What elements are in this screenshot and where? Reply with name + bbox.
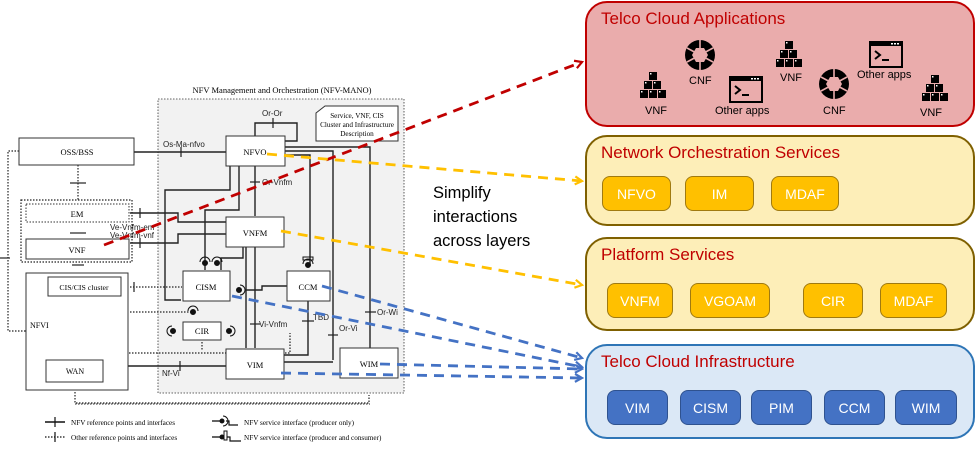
legend: NFV reference points and interfaces Othe… [45,415,382,442]
svg-text:OSS/BSS: OSS/BSS [60,147,93,157]
legend-item-producer-only: NFV service interface (producer only) [212,415,355,427]
block-cis-cluster: CIS/CIS cluster [47,276,122,297]
simplify-annotation: Simplify interactions across layers [433,184,531,250]
svg-text:EM: EM [71,209,84,219]
interface-ticks [0,118,376,371]
block-oss-bss: OSS/BSS [18,137,135,166]
svg-text:CIS/CIS cluster: CIS/CIS cluster [59,283,109,292]
layer-title: Telco Cloud Applications [601,9,786,28]
svg-text:VIM: VIM [247,360,264,370]
label-ve-vnfm-em: Ve-Vnfm-em [110,223,155,232]
label-os-ma-nfvo: Os-Ma-nfvo [163,140,205,149]
label-or-vnfm: Or-Vnfm [262,178,293,187]
svg-text:Cluster and Infrastructure: Cluster and Infrastructure [320,121,394,129]
svg-text:VNF: VNF [68,245,85,255]
label-or-wi: Or-Wi [377,308,398,317]
layer-infrastructure: Telco Cloud Infrastructure VIM CISM PIM … [585,344,975,439]
label-or-vi: Or-Vi [339,324,358,333]
svg-text:CIR: CIR [195,326,210,336]
service-chip-vim: VIM [607,390,668,425]
arrow-ccm-to-infrastructure [321,284,582,358]
svg-text:NFV reference points and inter: NFV reference points and interfaces [71,419,175,427]
block-vnfm: VNFM [225,216,285,248]
service-chip-ccm: CCM [824,390,885,425]
arrow-vnf-to-applications [103,62,582,247]
service-chip-wim: WIM [895,390,957,425]
legend-item-dotted: Other reference points and interfaces [45,432,177,442]
interface-labels: Or-Or Os-Ma-nfvo Or-Vnfm Ve-Vnfm-em Ve-V… [110,109,398,378]
block-vnf: VNF [25,238,130,260]
app-label: VNF [920,107,942,119]
svg-text:Service, VNF, CIS: Service, VNF, CIS [330,112,384,120]
service-chip-vgoam: VGOAM [690,283,770,318]
svg-text:Description: Description [340,130,374,138]
label-vi-vnfm: Vi-Vnfm [259,320,288,329]
app-label: VNF [780,72,802,84]
label-tbd: TBD [313,313,329,322]
block-vim: VIM [225,348,285,380]
mano-title: NFV Management and Orchestration (NFV-MA… [193,85,372,95]
arrow-wim-to-infrastructure [379,362,582,369]
label-or-or: Or-Or [262,109,283,118]
service-chip-im: IM [685,176,754,211]
layer-platform: Platform Services VNFM VGOAM CIR MDAF [585,237,975,331]
svg-text:WIM: WIM [360,359,379,369]
svg-text:CISM: CISM [196,282,217,292]
layer-title: Platform Services [601,245,735,264]
app-label: CNF [823,105,846,117]
block-em: EM [25,203,130,223]
label-nf-vi: Nf-Vi [162,369,180,378]
layer-title: Network Orchestration Services [601,143,841,162]
block-cir: CIR [182,321,222,341]
svg-text:NFV service interface (produce: NFV service interface (producer and cons… [244,434,382,442]
svg-text:CCM: CCM [299,282,318,292]
block-nfvo: NFVO [225,135,286,167]
app-label: CNF [689,75,712,87]
layer-title: Telco Cloud Infrastructure [601,352,795,371]
service-chip-mdaf: MDAF [771,176,839,211]
block-wan: WAN [45,359,104,383]
mapping-arrows [103,62,582,378]
app-label: VNF [645,105,667,117]
service-chip-vnfm: VNFM [607,283,673,318]
service-chip-cir: CIR [803,283,863,318]
arrow-cism-to-infrastructure [231,294,582,367]
arrow-nfvo-to-orchestration [266,152,582,181]
app-label: Other apps [715,105,770,117]
layer-applications: Telco Cloud Applications [585,1,975,127]
svg-text:NFVO: NFVO [243,147,266,157]
svg-text:NFVI: NFVI [30,321,49,330]
service-interface-sockets [166,256,314,337]
service-chip-nfvo: NFVO [602,176,671,211]
service-chip-mdaf: MDAF [880,283,947,318]
svg-text:VNFM: VNFM [243,228,268,238]
svg-text:NFV service interface (produce: NFV service interface (producer only) [244,419,355,427]
legend-item-solid: NFV reference points and interfaces [45,417,175,427]
description-note: Service, VNF, CIS Cluster and Infrastruc… [315,105,399,142]
layer-orchestration: Network Orchestration Services NFVO IM M… [585,135,975,226]
label-ve-vnfm-vnf: Ve-Vnfm-vnf [110,231,155,240]
svg-text:Other reference points and int: Other reference points and interfaces [71,434,177,442]
block-cism: CISM [182,270,231,302]
service-chip-pim: PIM [751,390,812,425]
legend-item-producer-consumer: NFV service interface (producer and cons… [212,430,382,442]
svg-text:WAN: WAN [66,367,84,376]
service-chip-cism: CISM [680,390,741,425]
app-label: Other apps [857,69,912,81]
